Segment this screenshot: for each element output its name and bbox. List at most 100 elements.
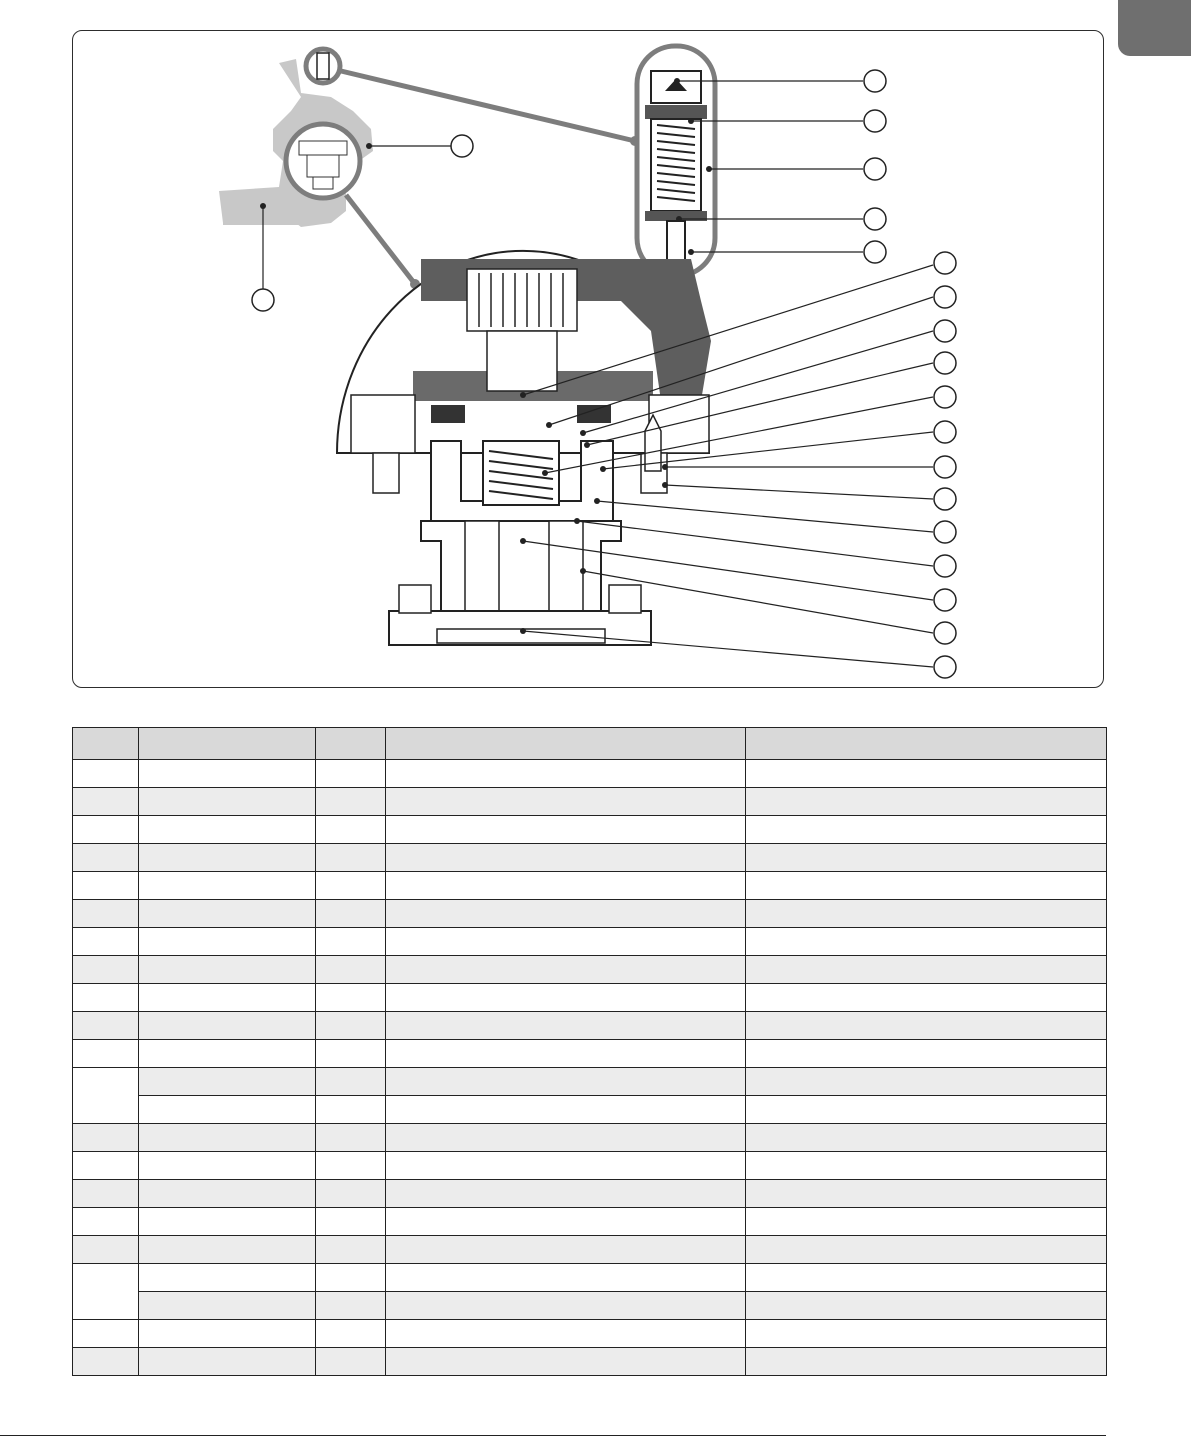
table-row xyxy=(72,843,1107,872)
table-row xyxy=(72,815,1107,844)
table-cell xyxy=(385,1263,746,1292)
table-cell xyxy=(138,1179,316,1208)
table-cell xyxy=(385,927,746,956)
table-cell xyxy=(745,1039,1107,1068)
table-cell xyxy=(385,1039,746,1068)
table-row xyxy=(72,1151,1107,1180)
table-cell xyxy=(72,1151,139,1180)
table-row xyxy=(73,1095,1107,1124)
table-cell xyxy=(138,1319,316,1348)
table-cell xyxy=(385,1207,746,1236)
table-cell xyxy=(745,1179,1107,1208)
table-row xyxy=(72,1263,1107,1320)
table-row xyxy=(72,759,1107,788)
table-cell xyxy=(385,1095,746,1124)
table-cell xyxy=(745,843,1107,872)
table-cell xyxy=(385,1235,746,1264)
table-cell xyxy=(72,1263,139,1320)
table-cell xyxy=(745,871,1107,900)
table-cell xyxy=(315,1207,386,1236)
table-row xyxy=(72,927,1107,956)
table-cell xyxy=(315,1319,386,1348)
table-cell xyxy=(745,955,1107,984)
header-cell xyxy=(138,727,316,760)
table-cell xyxy=(138,843,316,872)
table-cell xyxy=(138,955,316,984)
table-row xyxy=(72,955,1107,984)
table-cell xyxy=(72,1319,139,1348)
table-cell xyxy=(138,1207,316,1236)
table-cell xyxy=(138,871,316,900)
table-cell xyxy=(72,1039,139,1068)
table-cell xyxy=(72,983,139,1012)
table-cell xyxy=(385,1011,746,1040)
leader-lines xyxy=(262,80,934,668)
table-cell xyxy=(315,1235,386,1264)
table-cell xyxy=(138,1011,316,1040)
table-cell xyxy=(745,787,1107,816)
table-cell xyxy=(385,787,746,816)
table-cell xyxy=(745,1011,1107,1040)
header-cell xyxy=(72,727,139,760)
table-cell xyxy=(72,1011,139,1040)
table-cell xyxy=(72,1179,139,1208)
valve-locator-circle xyxy=(303,46,343,86)
table-cell xyxy=(385,1123,746,1152)
table-cell xyxy=(385,983,746,1012)
table-row xyxy=(72,1067,1107,1124)
table-cell xyxy=(138,1123,316,1152)
table-cell xyxy=(745,927,1107,956)
table-cell xyxy=(72,1235,139,1264)
table-cell xyxy=(72,899,139,928)
gearbox-locator-circle xyxy=(283,121,363,201)
table-cell xyxy=(385,1151,746,1180)
table-cell xyxy=(745,1235,1107,1264)
table-cell xyxy=(315,1291,386,1320)
table-body xyxy=(72,759,1107,1376)
table-cell xyxy=(72,843,139,872)
table-cell xyxy=(315,1011,386,1040)
table-cell xyxy=(72,1123,139,1152)
table-cell xyxy=(745,983,1107,1012)
table-row xyxy=(72,1179,1107,1208)
table-row xyxy=(72,1319,1107,1348)
table-cell xyxy=(745,1095,1107,1124)
table-cell xyxy=(72,815,139,844)
table-row xyxy=(72,899,1107,928)
table-cell xyxy=(385,1179,746,1208)
cross-section-diagram xyxy=(219,43,957,679)
table-cell xyxy=(385,871,746,900)
table-cell xyxy=(138,899,316,928)
connector-gearbox xyxy=(344,193,417,286)
table-cell xyxy=(138,1263,316,1292)
table-cell xyxy=(385,955,746,984)
table-cell xyxy=(138,927,316,956)
table-cell xyxy=(138,1095,316,1124)
figure-frame xyxy=(72,30,1104,688)
table-cell xyxy=(315,871,386,900)
language-tab[interactable] xyxy=(1118,0,1191,56)
table-cell xyxy=(385,843,746,872)
table-cell xyxy=(138,1067,316,1096)
table-cell xyxy=(745,1291,1107,1320)
table-row xyxy=(72,787,1107,816)
table-cell xyxy=(315,759,386,788)
table-row xyxy=(72,1235,1107,1264)
table-cell xyxy=(138,1151,316,1180)
table-cell xyxy=(72,1207,139,1236)
table-cell xyxy=(138,759,316,788)
table-cell xyxy=(72,759,139,788)
footer-rule xyxy=(0,1435,1106,1436)
table-cell xyxy=(315,843,386,872)
table-cell xyxy=(315,1347,386,1376)
table-cell xyxy=(745,1151,1107,1180)
table-cell xyxy=(745,1319,1107,1348)
table-row xyxy=(72,1039,1107,1068)
table-cell xyxy=(315,1067,386,1096)
table-cell xyxy=(745,1263,1107,1292)
table-row xyxy=(72,1123,1107,1152)
table-cell xyxy=(138,1039,316,1068)
table-cell xyxy=(72,1067,139,1124)
callout-circles xyxy=(251,69,957,679)
table-cell xyxy=(72,1347,139,1376)
